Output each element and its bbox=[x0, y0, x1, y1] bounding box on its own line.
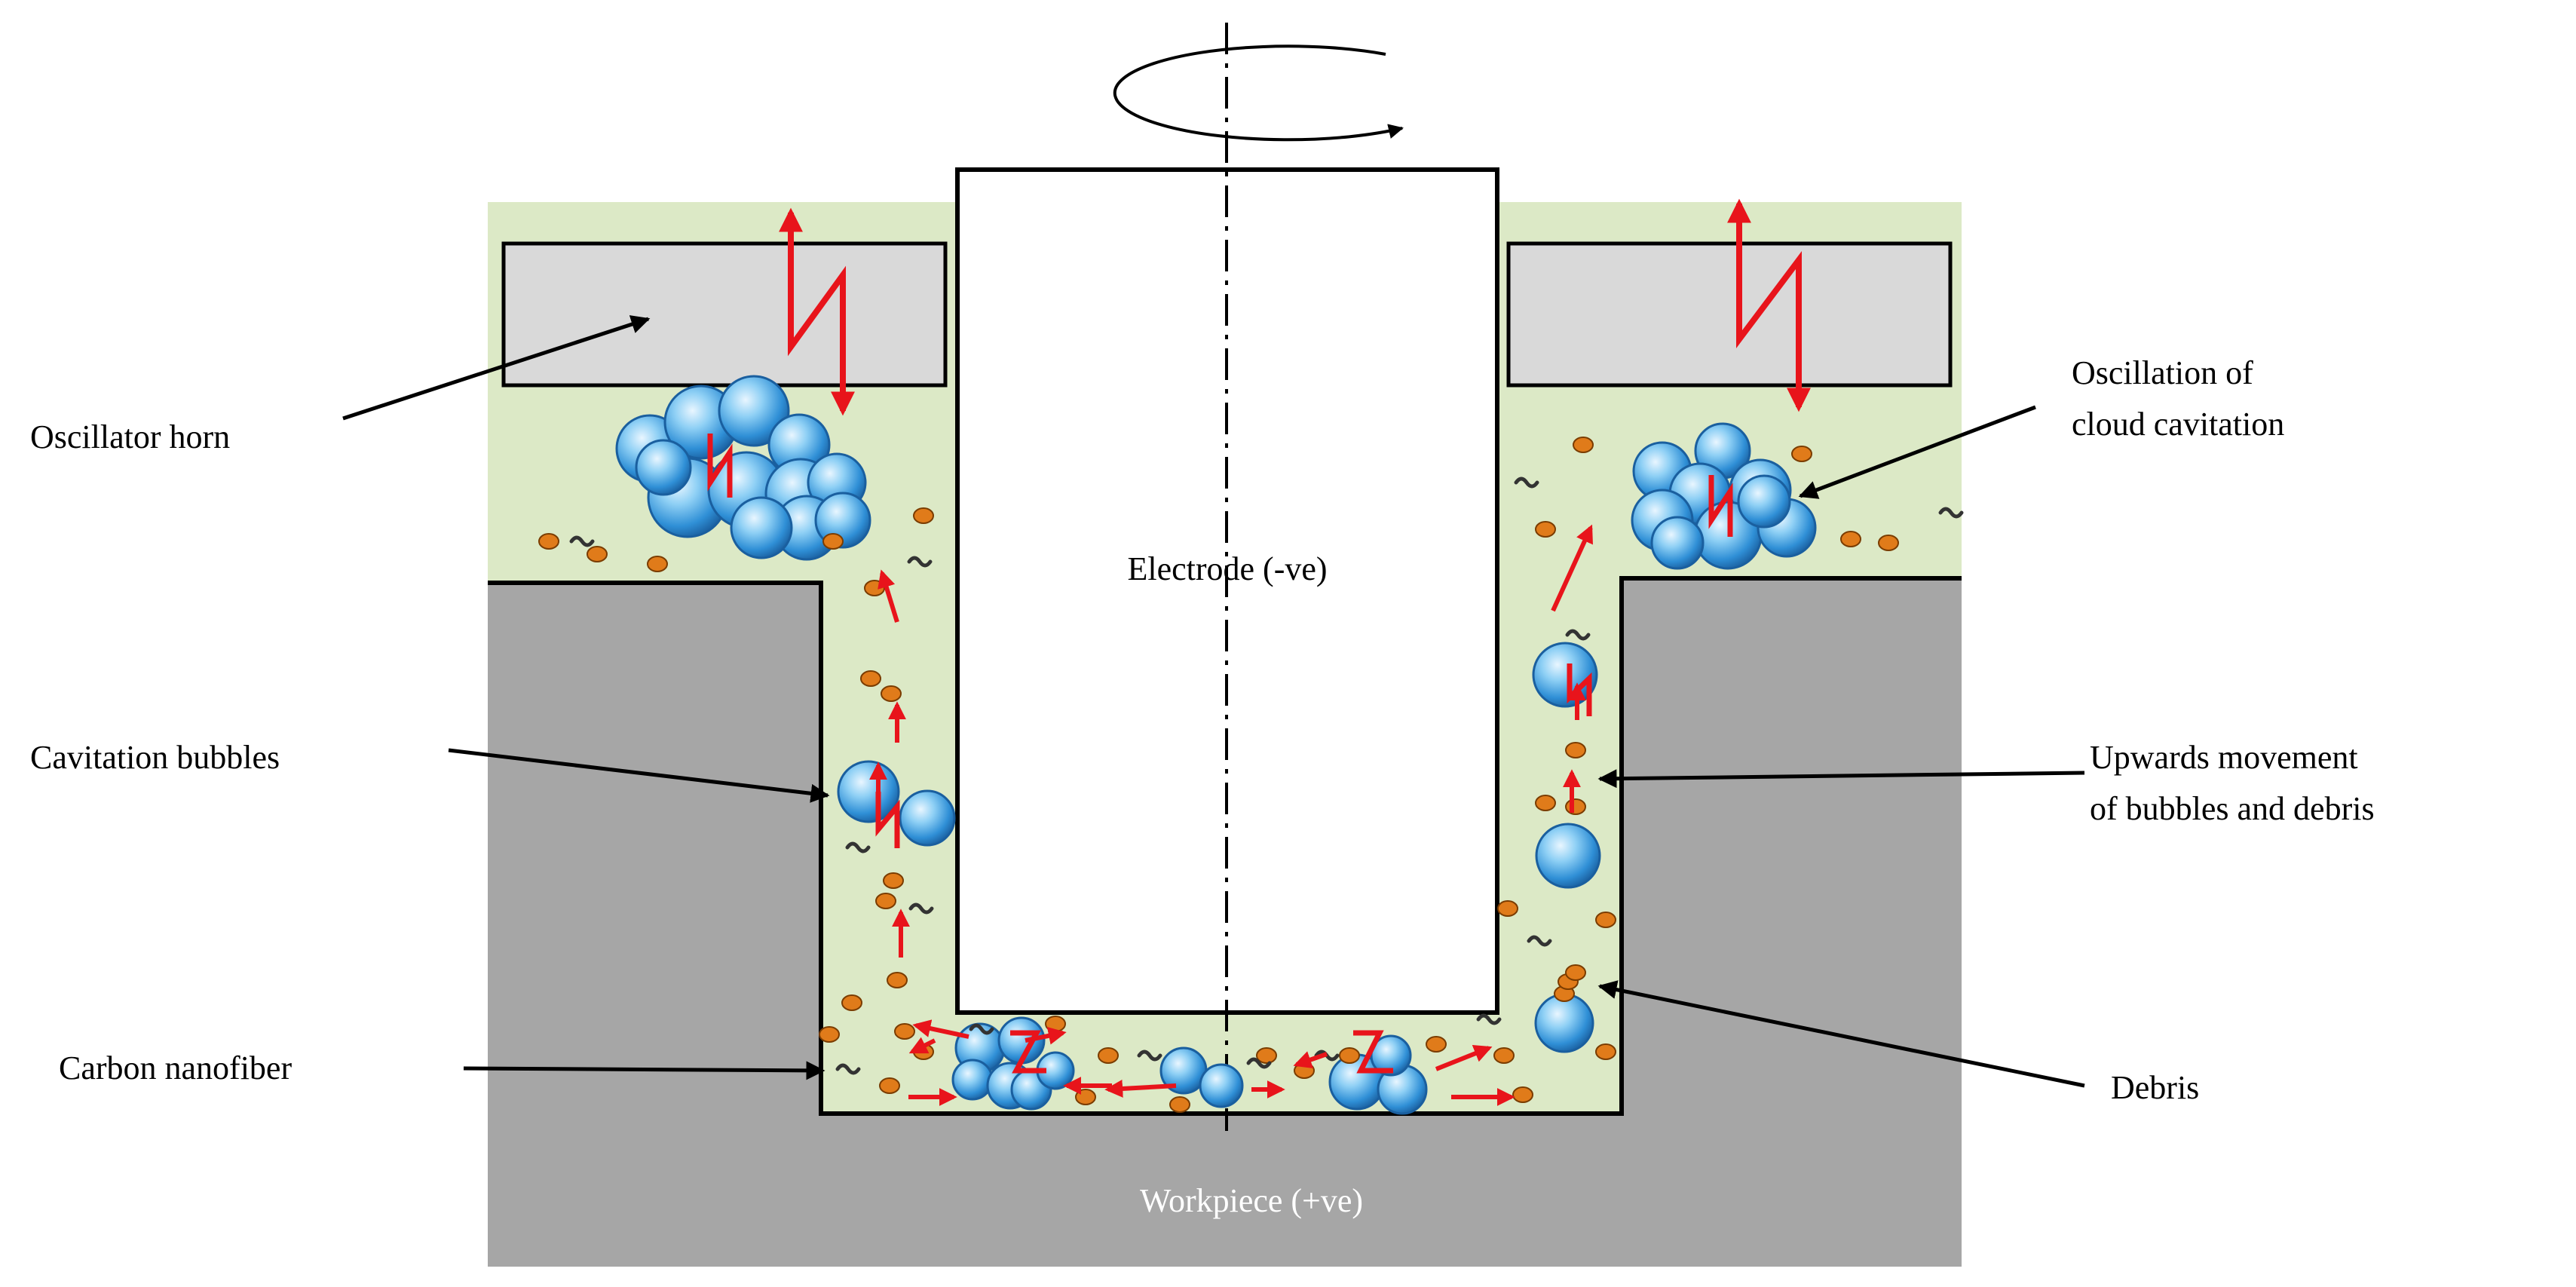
horn-left bbox=[501, 241, 948, 388]
debris-particle bbox=[819, 1026, 840, 1043]
bubble bbox=[718, 375, 790, 447]
label-oscillation-line1: Oscillation of bbox=[2072, 354, 2253, 391]
horn-oscillation-arrows bbox=[779, 198, 1811, 416]
label-oscillation-line2: cloud cavitation bbox=[2072, 406, 2285, 443]
nanofiber bbox=[1938, 507, 1964, 519]
leader-oscillator-horn bbox=[342, 315, 651, 421]
bubble bbox=[1534, 993, 1594, 1053]
flow-arrow bbox=[912, 1019, 969, 1039]
bubble bbox=[635, 439, 692, 496]
leader-lines bbox=[342, 315, 2085, 1088]
nanofiber bbox=[1137, 1050, 1162, 1062]
flow-arrow bbox=[1293, 1051, 1328, 1068]
nanofiber bbox=[1565, 629, 1591, 641]
flow-arrow bbox=[878, 569, 899, 623]
nanofiber bbox=[1476, 1013, 1502, 1025]
flow-arrow bbox=[1551, 524, 1593, 612]
leader-oscillation bbox=[1798, 405, 2036, 499]
flow-arrows bbox=[869, 524, 1593, 1106]
debris-particle bbox=[1535, 795, 1556, 811]
debris-particle bbox=[1573, 437, 1594, 453]
debris-particle bbox=[1535, 521, 1556, 538]
debris-particle bbox=[1595, 912, 1616, 928]
horn-right bbox=[1506, 241, 1953, 388]
leader-cavitation-bubbles bbox=[448, 748, 830, 803]
leader-upwards bbox=[1597, 769, 2085, 789]
debris-particle bbox=[1512, 1086, 1533, 1103]
debris-particle bbox=[860, 670, 881, 687]
rotation-arrow bbox=[1113, 44, 1404, 142]
debris-particle bbox=[647, 556, 668, 572]
debris-particle bbox=[913, 507, 934, 524]
label-upwards-line1: Upwards movement bbox=[2090, 739, 2358, 776]
debris-particle bbox=[875, 893, 896, 909]
debris-particle bbox=[1339, 1047, 1360, 1064]
debris-particle bbox=[881, 685, 902, 702]
label-oscillator-horn: Oscillator horn bbox=[30, 418, 231, 455]
debris-particle bbox=[894, 1023, 915, 1040]
bubble-zigzags bbox=[707, 434, 1733, 1074]
flow-arrow bbox=[1435, 1044, 1493, 1071]
carbon-nanofibers bbox=[569, 476, 1964, 1075]
bubble bbox=[951, 1059, 994, 1101]
label-debris: Debris bbox=[2111, 1069, 2200, 1106]
leader-carbon-nanofiber bbox=[463, 1061, 825, 1080]
debris-particle bbox=[1045, 1016, 1066, 1032]
nanofiber bbox=[1514, 476, 1539, 489]
debris-particle bbox=[1565, 964, 1586, 981]
debris-particle bbox=[841, 994, 862, 1011]
nanofiber bbox=[569, 535, 595, 547]
nanofiber bbox=[1527, 935, 1552, 947]
bubble bbox=[1535, 823, 1601, 889]
bubble bbox=[899, 789, 956, 847]
debris-particle bbox=[1075, 1089, 1096, 1105]
bubble bbox=[1370, 1034, 1412, 1077]
nanofiber bbox=[969, 1023, 994, 1035]
debris-particle bbox=[883, 872, 904, 889]
bubble bbox=[1737, 474, 1791, 529]
label-carbon-nanofiber: Carbon nanofiber bbox=[59, 1050, 293, 1086]
bubble bbox=[730, 496, 793, 559]
debris-particle bbox=[1426, 1036, 1447, 1053]
debris-particle bbox=[1256, 1047, 1277, 1064]
flow-arrow bbox=[908, 1037, 936, 1054]
debris-particle bbox=[1497, 900, 1518, 917]
bubble bbox=[1199, 1063, 1244, 1108]
slot-outline bbox=[488, 576, 1962, 1116]
debris-particle bbox=[822, 533, 844, 550]
debris-particle bbox=[1169, 1096, 1190, 1113]
nanofiber bbox=[845, 841, 871, 853]
label-electrode: Electrode (-ve) bbox=[1127, 550, 1328, 587]
debris-particle bbox=[538, 533, 559, 550]
flow-arrow bbox=[1104, 1079, 1177, 1098]
debris-particle bbox=[1791, 446, 1812, 462]
debris-particle bbox=[1595, 1043, 1616, 1060]
debris-particle bbox=[1565, 798, 1586, 815]
debris-particle bbox=[1098, 1047, 1119, 1064]
debris-particle bbox=[1878, 535, 1899, 551]
leader-debris bbox=[1597, 980, 2085, 1088]
debris-particle bbox=[587, 546, 608, 562]
nanofiber bbox=[907, 556, 933, 568]
debris-particle bbox=[1840, 531, 1861, 547]
label-workpiece: Workpiece (+ve) bbox=[1139, 1182, 1364, 1219]
debris-particle bbox=[864, 580, 885, 596]
label-cavitation-bubbles: Cavitation bubbles bbox=[30, 739, 280, 776]
debris-particle bbox=[879, 1077, 900, 1094]
label-upwards-line2: of bubbles and debris bbox=[2090, 790, 2375, 827]
debris-particle bbox=[887, 972, 908, 988]
debris-particle bbox=[1565, 742, 1586, 758]
bubble bbox=[1650, 516, 1705, 570]
nanofiber bbox=[1246, 1057, 1272, 1069]
debris-particle bbox=[1493, 1047, 1515, 1064]
nanofiber bbox=[835, 1063, 861, 1075]
workpiece bbox=[488, 578, 1962, 1267]
nanofiber bbox=[908, 902, 934, 915]
